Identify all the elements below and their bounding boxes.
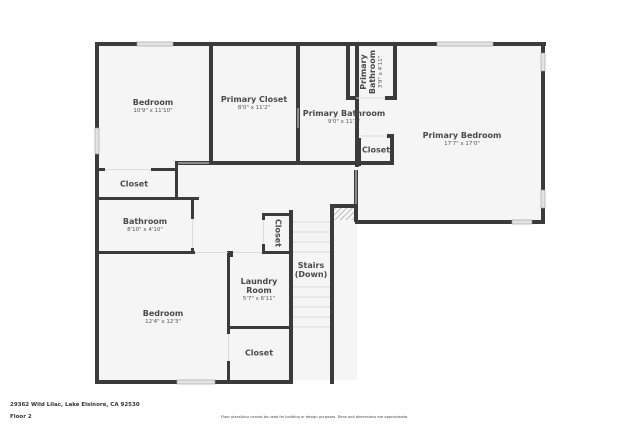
walls (95, 42, 546, 384)
room-bathroom: Bathroom 8'10" x 4'10" (123, 217, 167, 234)
stairs-treads (292, 221, 330, 328)
room-dimensions: 5'7" x 6'11" (242, 296, 276, 303)
room-name-line1: Primary (359, 54, 369, 90)
room-stairs: Stairs (Down) (295, 261, 328, 279)
room-dimensions: 8'10" x 4'10" (127, 226, 163, 233)
hatch-block (333, 207, 355, 220)
room-bedroom-1: Bedroom 10'9" x 11'10" (133, 98, 174, 115)
floor-fill (97, 45, 543, 380)
room-name-line2: (Down) (294, 270, 328, 279)
room-primary-bathroom: Primary Bathroom 9'0" x 11'2" (303, 109, 386, 126)
room-dimensions: 3'9" x 4'11" (378, 55, 385, 89)
room-name-line1: Laundry (240, 277, 278, 287)
room-name: Closet (119, 179, 149, 189)
room-name: Bedroom (142, 308, 184, 318)
room-name: Bedroom (132, 97, 174, 107)
room-name-line1: Stairs (297, 260, 325, 270)
room-closet-hall: Closet (120, 179, 148, 188)
room-dimensions: 9'0" x 11'2" (327, 118, 361, 125)
room-name: Primary Bedroom (422, 130, 502, 140)
room-bedroom-2: Bedroom 12'4" x 12'3" (143, 309, 184, 326)
room-dimensions: 8'0" x 11'2" (237, 104, 271, 111)
room-name-line2: Bathroom (368, 49, 378, 95)
room-name: Closet (361, 145, 391, 155)
property-address: 29362 Wild Lilac, Lake Elsinore, CA 9253… (10, 402, 140, 408)
room-dimensions: 12'4" x 12'3" (145, 318, 181, 325)
room-name: Primary Closet (220, 94, 288, 104)
room-primary-bathroom-small: Primary Bathroom 3'9" x 4'11" (359, 50, 385, 94)
room-laundry: Laundry Room 5'7" x 6'11" (241, 277, 278, 303)
room-primary-closet: Primary Closet 8'0" x 11'2" (221, 95, 287, 112)
room-primary-bedroom: Primary Bedroom 17'7" x 17'0" (423, 131, 502, 148)
door-openings (105, 97, 387, 361)
room-name: Primary Bathroom (302, 108, 386, 118)
room-name: Closet (244, 348, 274, 358)
room-dimensions: 10'9" x 11'10" (133, 107, 173, 114)
disclaimer: Floor plans/tour cannot be used for buil… (221, 415, 409, 419)
room-closet-primary-bedroom: Closet (362, 145, 390, 154)
room-dimensions: 17'7" x 17'0" (444, 140, 480, 147)
room-name: Closet (273, 218, 283, 248)
windows (94, 41, 546, 385)
floor-label: Floor 2 (10, 414, 32, 420)
room-closet-stairs: Closet (273, 218, 283, 248)
room-name: Bathroom (122, 216, 168, 226)
room-closet-lower: Closet (245, 348, 273, 357)
room-name-line2: Room (246, 286, 272, 296)
